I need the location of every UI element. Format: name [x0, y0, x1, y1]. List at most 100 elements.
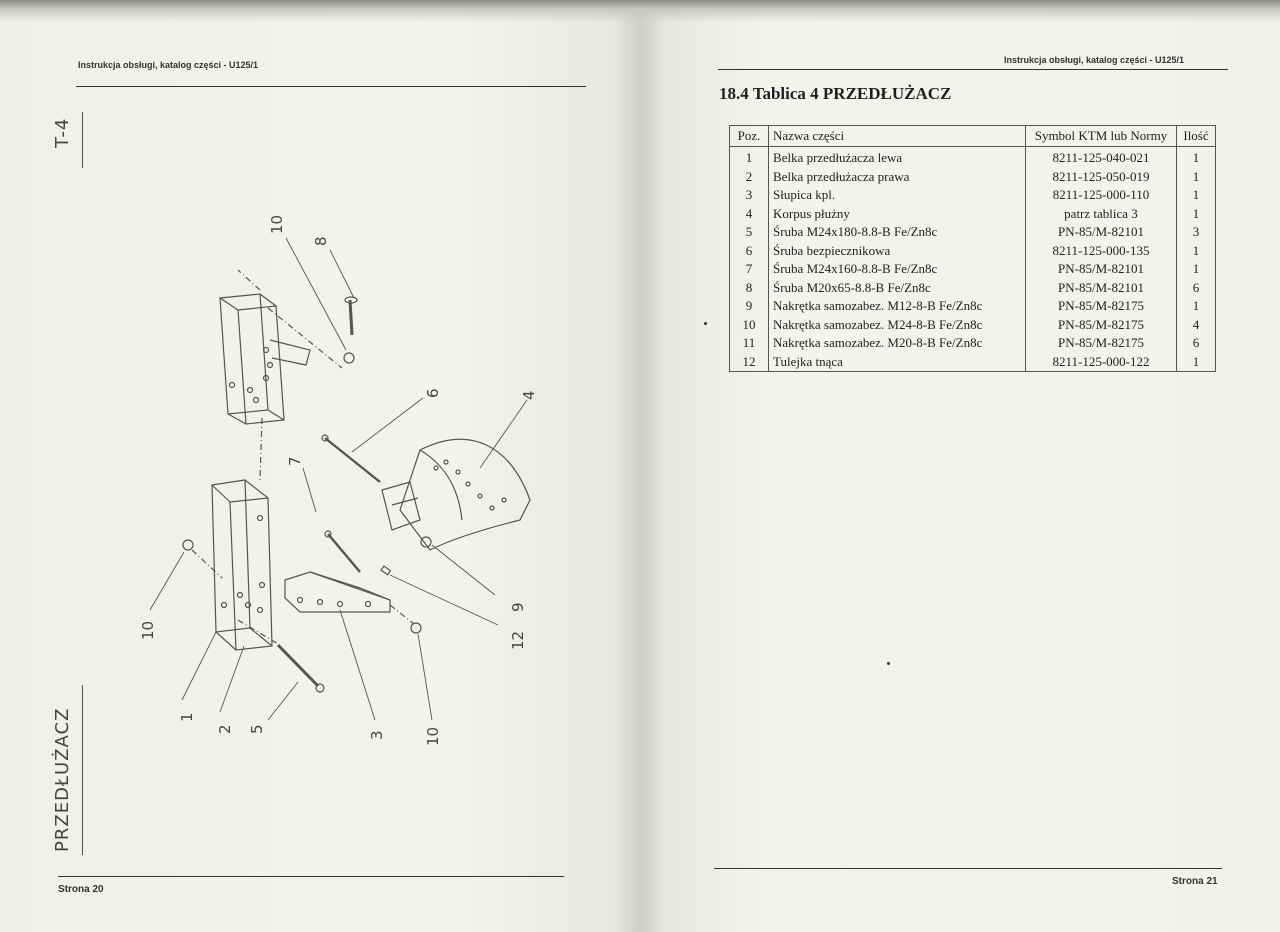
- left-page: Instrukcja obsługi, katalog części - U12…: [0, 0, 640, 932]
- cell-name: Śruba M24x180-8.8-B Fe/Zn8c: [768, 223, 1026, 242]
- cell-symbol: 8211-125-000-110: [1025, 186, 1177, 205]
- bolt-5: [276, 643, 320, 688]
- parts-table: Poz. Nazwa części Symbol KTM lub Normy I…: [729, 125, 1216, 372]
- section-title: 18.4 Tablica 4 PRZEDŁUŻACZ: [719, 84, 952, 103]
- column-header-qty: Ilość: [1176, 125, 1216, 147]
- header-rule-right: [718, 69, 1228, 70]
- cell-name: Nakrętka samozabez. M12-8-B Fe/Zn8c: [768, 297, 1026, 316]
- exploded-assembly-drawing: 10 8 6 4 7 9 12 10 1 2 5 3 10: [139, 215, 538, 746]
- callout-11: 10: [268, 215, 286, 234]
- cell-name: Belka przedłużacza prawa: [768, 167, 1026, 186]
- callout-10-right: 10: [424, 727, 442, 746]
- cell-name: Korpus płużny: [768, 204, 1026, 223]
- cell-symbol: PN-85/M-82175: [1025, 315, 1177, 334]
- cell-symbol: 8211-125-000-135: [1025, 241, 1177, 260]
- cell-name: Śruba M24x160-8.8-B Fe/Zn8c: [768, 260, 1026, 279]
- cell-qty: 6: [1176, 334, 1216, 353]
- upper-beam-assembly: [219, 293, 311, 425]
- cell-pos: 3: [729, 186, 769, 205]
- cell-symbol: patrz tablica 3: [1025, 204, 1177, 223]
- header-rule-left: [76, 86, 586, 87]
- page-number-right: Strona 21: [1172, 876, 1218, 887]
- cell-symbol: 8211-125-000-122: [1025, 352, 1177, 372]
- scan-top-shadow: [0, 0, 1280, 22]
- right-page: Instrukcja obsługi, katalog części - U12…: [640, 0, 1280, 932]
- cell-pos: 6: [729, 241, 769, 260]
- cell-pos: 1: [729, 146, 769, 168]
- footer-rule-left: [58, 876, 564, 877]
- cell-pos: 11: [729, 334, 769, 353]
- cell-name: Nakrętka samozabez. M24-8-B Fe/Zn8c: [768, 315, 1026, 334]
- cell-name: Tulejka tnąca: [768, 352, 1026, 372]
- cell-qty: 1: [1176, 260, 1216, 279]
- bushing-12: [380, 565, 392, 576]
- page-number-left: Strona 20: [58, 884, 104, 895]
- nut-10-right: [410, 622, 422, 634]
- plough-body: [381, 438, 531, 551]
- cell-symbol: 8211-125-050-019: [1025, 167, 1177, 186]
- nut-9: [420, 536, 432, 548]
- cell-qty: 1: [1176, 186, 1216, 205]
- cell-pos: 4: [729, 204, 769, 223]
- column-header-pos: Poz.: [729, 125, 769, 147]
- running-head-left: Instrukcja obsługi, katalog części - U12…: [78, 60, 259, 70]
- cell-name: Śruba M20x65-8.8-B Fe/Zn8c: [768, 278, 1026, 297]
- cell-symbol: PN-85/M-82175: [1025, 334, 1177, 353]
- side-label-section: PRZEDŁUŻACZ: [52, 707, 73, 852]
- callout-1: 1: [178, 712, 196, 722]
- cell-qty: 6: [1176, 278, 1216, 297]
- print-speck: [887, 662, 890, 665]
- cell-name: Słupica kpl.: [768, 186, 1026, 205]
- callout-8: 8: [312, 236, 330, 246]
- column-header-name: Nazwa części: [768, 125, 1026, 147]
- cell-symbol: PN-85/M-82175: [1025, 297, 1177, 316]
- safety-bolt-6: [324, 437, 381, 483]
- side-label-table-code: T-4: [52, 117, 73, 148]
- cell-qty: 1: [1176, 297, 1216, 316]
- cell-symbol: 8211-125-040-021: [1025, 146, 1177, 168]
- footer-rule-right: [714, 868, 1222, 869]
- cell-pos: 8: [729, 278, 769, 297]
- side-label-divider: [82, 112, 83, 168]
- cell-name: Belka przedłużacza lewa: [768, 146, 1026, 168]
- cell-qty: 1: [1176, 204, 1216, 223]
- column-header-symbol: Symbol KTM lub Normy: [1025, 125, 1177, 147]
- callout-9: 9: [509, 602, 527, 612]
- nut-11: [343, 352, 355, 364]
- callout-5: 5: [248, 724, 266, 734]
- cell-pos: 9: [729, 297, 769, 316]
- table-header-row: Poz. Nazwa części Symbol KTM lub Normy I…: [729, 125, 1216, 147]
- cell-qty: 1: [1176, 352, 1216, 372]
- side-label-section-line: [82, 685, 83, 855]
- cell-qty: 4: [1176, 315, 1216, 334]
- cell-pos: 7: [729, 260, 769, 279]
- cell-qty: 1: [1176, 241, 1216, 260]
- nut-10-left: [182, 539, 194, 551]
- callout-7: 7: [286, 456, 304, 466]
- lower-beam-assembly: [211, 479, 273, 651]
- cell-pos: 10: [729, 315, 769, 334]
- callout-3: 3: [368, 730, 386, 740]
- cell-pos: 2: [729, 167, 769, 186]
- cell-qty: 1: [1176, 167, 1216, 186]
- cell-symbol: PN-85/M-82101: [1025, 223, 1177, 242]
- cell-symbol: PN-85/M-82101: [1025, 260, 1177, 279]
- running-head-right: Instrukcja obsługi, katalog części - U12…: [1004, 55, 1185, 65]
- cell-name: Śruba bezpiecznikowa: [768, 241, 1026, 260]
- cell-name: Nakrętka samozabez. M20-8-B Fe/Zn8c: [768, 334, 1026, 353]
- cell-symbol: PN-85/M-82101: [1025, 278, 1177, 297]
- callout-6: 6: [424, 388, 442, 398]
